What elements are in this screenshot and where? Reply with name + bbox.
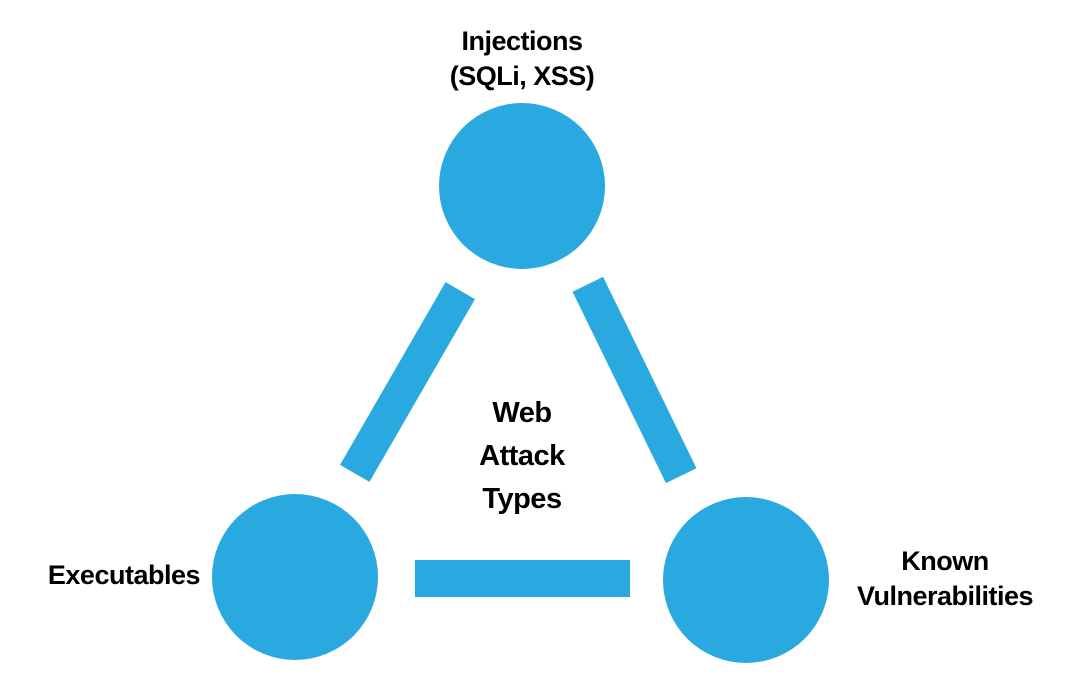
label-line: (SQLi, XSS) xyxy=(449,61,595,91)
label-line: Known xyxy=(901,546,989,576)
label-line: Injections xyxy=(461,26,583,56)
title-line: Attack xyxy=(479,440,565,472)
connector-bottom-left-to-bottom-right xyxy=(415,560,630,597)
label-line: Executables xyxy=(47,560,201,590)
title-line: Web xyxy=(492,397,552,429)
node-label-known-vulnerabilities: Known Vulnerabilities xyxy=(835,544,1055,614)
title-line: Types xyxy=(482,483,562,515)
node-label-injections: Injections (SQLi, XSS) xyxy=(372,24,672,94)
node-circle-injections xyxy=(439,103,605,269)
label-line: Vulnerabilities xyxy=(856,581,1034,611)
diagram-title: Web Attack Types xyxy=(422,392,622,521)
node-circle-executables xyxy=(212,494,378,660)
node-label-executables: Executables xyxy=(18,560,201,590)
node-circle-known-vulnerabilities xyxy=(663,497,829,663)
